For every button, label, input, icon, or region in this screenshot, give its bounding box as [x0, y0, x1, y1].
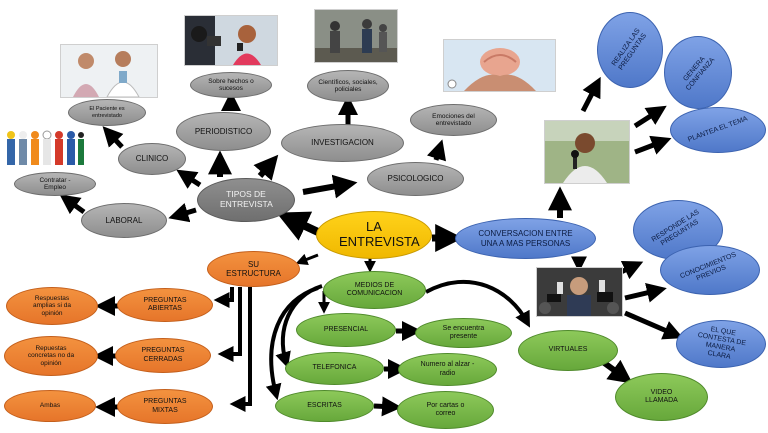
- arrow-psicologico-desc: [426, 139, 447, 162]
- question-desc-1-text: Respuestas amplias si da opinión: [33, 294, 71, 317]
- question-type-3-label: PREGUNTAS MIXTAS: [143, 398, 187, 414]
- type-laboral: LABORAL: [81, 203, 167, 238]
- type-investigacion-label: INVESTIGACION: [311, 138, 374, 148]
- desc-psicologico-text: Emociones del entrevistado: [432, 112, 475, 127]
- medios-node: MEDIOS DE COMUNICACION: [323, 271, 426, 309]
- arrow-photo-genera: [633, 105, 667, 129]
- type-psicologico: PSICOLOGICO: [367, 162, 464, 196]
- medio-virtuales-label: VIRTUALES: [548, 346, 588, 354]
- desc-periodistico: Sobre hechos o sucesos: [190, 72, 272, 98]
- question-type-2: PREGUNTAS CERRADAS: [115, 338, 211, 373]
- type-periodistico-label: PERIODISTICO: [194, 126, 253, 136]
- press-conference-photo: [536, 267, 623, 317]
- arrow-photo-realiza: [580, 76, 601, 113]
- arrow-laboral-desc: [59, 194, 86, 215]
- workers-photo: [3, 127, 85, 169]
- arrow-photo-conocimientos: [624, 283, 667, 303]
- question-desc-1: Respuestas amplias si da opinión: [6, 287, 98, 325]
- arrow-center-tipos: [276, 211, 320, 241]
- question-type-1-label: PREGUNTAS ABIERTAS: [143, 296, 187, 312]
- desc-clinico-text: El Paciente es entrevistado: [89, 106, 125, 119]
- upper-role-3-text: PLANTEA EL TEMA: [687, 115, 749, 144]
- question-type-1: PREGUNTAS ABIERTAS: [117, 288, 213, 322]
- medio-escritas-label: ESCRITAS: [307, 401, 342, 409]
- medio-presencial-desc-text: Se encuentra presente: [442, 324, 485, 340]
- upper-role-1: REALIZA LAS PREGUNTAS: [597, 12, 663, 88]
- center-node: LA ENTREVISTA: [316, 211, 432, 259]
- desc-psicologico: Emociones del entrevistado: [410, 104, 497, 136]
- arrow-virtuales-video: [601, 359, 633, 384]
- lower-role-3-text: EL QUE CONTESTA DE MANERA CLARA: [697, 325, 747, 361]
- conversacion-node: CONVERSACION ENTRE UNA A MAS PERSONAS: [455, 218, 596, 259]
- upper-role-3: PLANTEA EL TEMA: [670, 107, 766, 153]
- arrow-medios-escritas: [265, 286, 319, 401]
- estructura-label: SU ESTRUCTURA: [226, 259, 281, 278]
- lower-role-3: EL QUE CONTESTA DE MANERA CLARA: [676, 320, 766, 368]
- type-periodistico: PERIODISTICO: [176, 112, 271, 151]
- desc-laboral-text: Contratar - Empleo: [39, 176, 71, 191]
- medio-video-label: VIDEO LLAMADA: [645, 388, 678, 404]
- type-clinico: CLINICO: [118, 143, 186, 175]
- arrow-tipos-clinico: [176, 169, 202, 189]
- desc-investigacion: Científicos, sociales, policiales: [307, 70, 389, 102]
- upper-role-2: GENERA CONFIANZA: [664, 36, 732, 109]
- tipos-node: TIPOS DE ENTREVISTA: [197, 178, 295, 222]
- arrow-tipos-laboral: [168, 202, 197, 223]
- arrow-estructura-cerradas: [217, 287, 242, 362]
- medio-telefonica: TELEFONICA: [285, 352, 384, 385]
- arrow-tipos-investigacion: [253, 154, 279, 181]
- question-desc-2-text: Repuestas concretas no da opinión: [27, 344, 75, 367]
- arrow-estructura-mixtas: [229, 287, 252, 412]
- arrow-photo-contesta: [624, 310, 684, 340]
- question-desc-2: Repuestas concretas no da opinión: [4, 336, 98, 376]
- type-clinico-label: CLINICO: [135, 154, 169, 164]
- arrow-escritas-desc: [373, 396, 402, 417]
- medio-escritas-desc: Por cartas o correo: [397, 391, 494, 429]
- lower-role-2: CONOCIMIENTOS PREVIOS: [660, 245, 760, 295]
- tipos-label: TIPOS DE ENTREVISTA: [220, 189, 273, 209]
- medio-escritas: ESCRITAS: [275, 390, 374, 422]
- arrow-photo-plantea: [634, 135, 672, 155]
- medio-virtuales: VIRTUALES: [518, 330, 618, 371]
- medio-presencial-label: PRESENCIAL: [323, 325, 369, 333]
- medio-telefonica-desc: Numero al alzar - radio: [398, 353, 497, 386]
- lower-role-2-text: CONOCIMIENTOS PREVIOS: [679, 251, 738, 283]
- medios-label: MEDIOS DE COMUNICACION: [346, 281, 403, 297]
- desc-laboral: Contratar - Empleo: [14, 172, 96, 196]
- news-reporter-photo: [184, 15, 278, 66]
- type-investigacion: INVESTIGACION: [281, 124, 404, 162]
- medio-telefonica-label: TELEFONICA: [312, 364, 357, 372]
- medio-escritas-desc-text: Por cartas o correo: [426, 401, 465, 417]
- interviewer-photo: [544, 120, 630, 184]
- medio-presencial-desc: Se encuentra presente: [415, 318, 512, 348]
- arrow-photo-responde: [619, 261, 644, 280]
- desc-clinico: El Paciente es entrevistado: [68, 99, 146, 126]
- type-laboral-label: LABORAL: [105, 215, 143, 225]
- upper-role-1-text: REALIZA LAS PREGUNTAS: [610, 27, 649, 72]
- arrow-estructura-abiertas: [213, 287, 234, 308]
- medio-presencial: PRESENCIAL: [296, 313, 396, 347]
- question-type-3: PREGUNTAS MIXTAS: [117, 389, 213, 424]
- brain-hands-photo: [443, 39, 556, 92]
- arrow-tipos-psicologico: [302, 174, 358, 199]
- center-title: LA ENTREVISTA: [339, 219, 420, 249]
- type-psicologico-label: PSICOLOGICO: [387, 174, 444, 184]
- medio-video: VIDEO LLAMADA: [615, 373, 708, 421]
- clinic-doctor-photo: [60, 44, 158, 98]
- desc-periodistico-text: Sobre hechos o sucesos: [208, 77, 254, 92]
- estructura-node: SU ESTRUCTURA: [207, 251, 300, 287]
- arrow-clinico-desc: [102, 126, 124, 149]
- conversacion-label: CONVERSACION ENTRE UNA A MAS PERSONAS: [478, 229, 573, 248]
- upper-role-2-text: GENERA CONFIANZA: [682, 56, 717, 93]
- question-type-2-label: PREGUNTAS CERRADAS: [141, 347, 185, 363]
- desc-investigacion-text: Científicos, sociales, policiales: [318, 78, 378, 93]
- arrow-medios-virtuales: [425, 280, 531, 328]
- arrow-center-estructura: [295, 253, 319, 265]
- question-desc-3-text: Ambas: [39, 402, 61, 410]
- investigation-photo: [314, 9, 398, 63]
- medio-telefonica-desc-text: Numero al alzar - radio: [420, 361, 475, 377]
- question-desc-3: Ambas: [4, 390, 96, 422]
